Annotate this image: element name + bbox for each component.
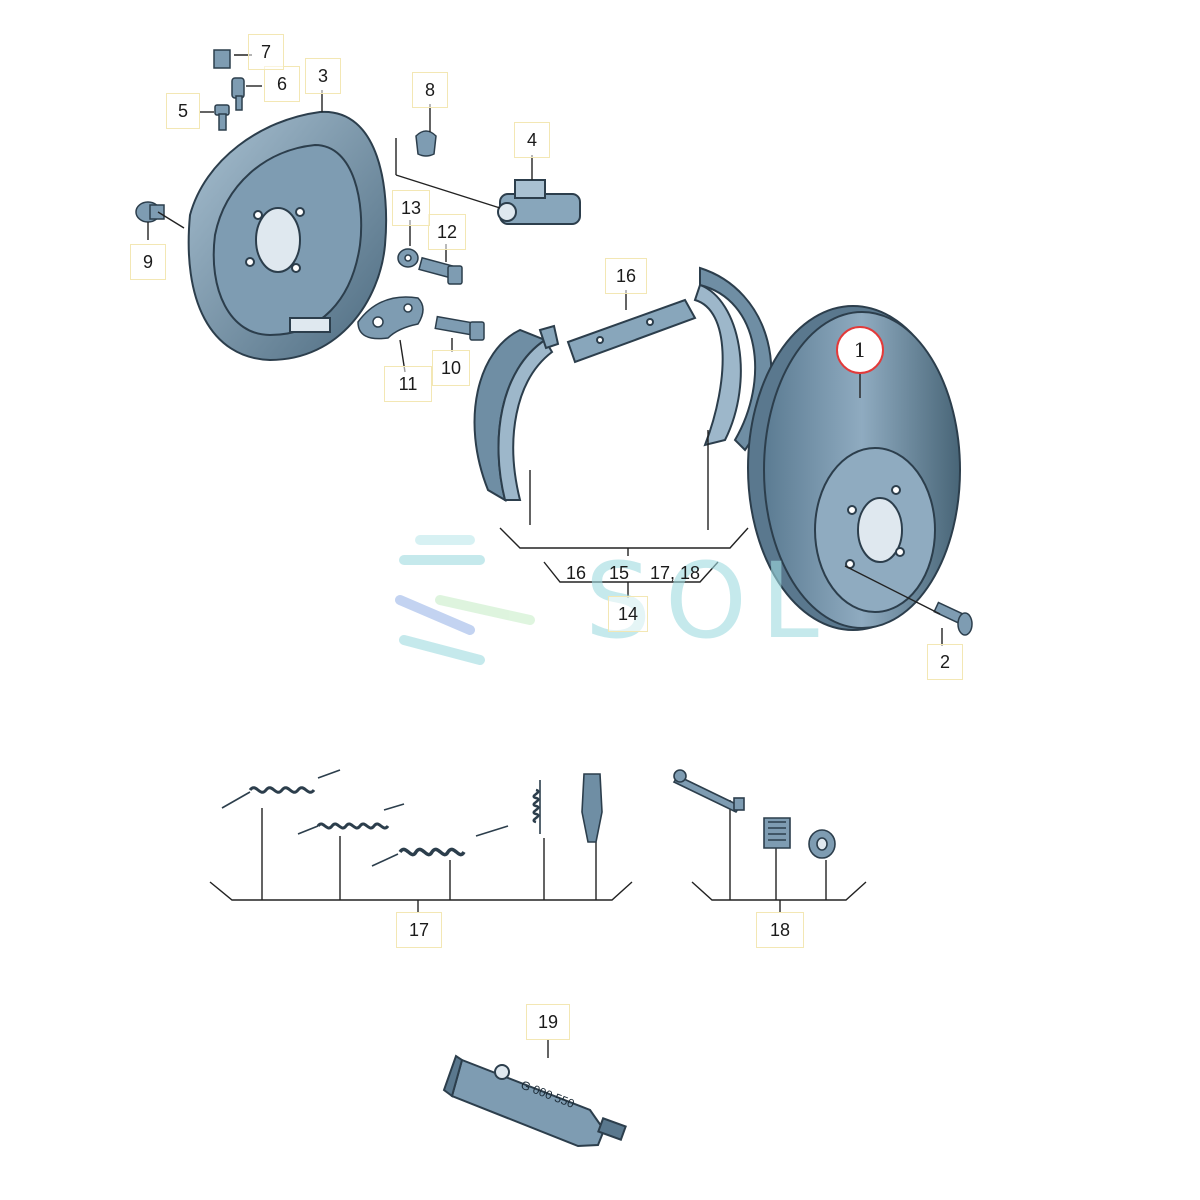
watermark-logo-icon	[395, 535, 535, 665]
callout-8: 8	[412, 72, 448, 108]
callout-3: 3	[305, 58, 341, 94]
callout-16-group: 16	[566, 563, 587, 583]
callout-5: 5	[166, 93, 200, 129]
brake-shoe-left	[473, 324, 560, 503]
callout-1-highlighted: 1	[836, 326, 884, 374]
callout-16-strut: 16	[605, 258, 647, 294]
wheel-bolt-2	[933, 601, 973, 636]
adjuster-11	[357, 296, 424, 340]
callout-9: 9	[130, 244, 166, 280]
callout-19: 19	[526, 1004, 570, 1040]
callout-4: 4	[514, 122, 550, 158]
bolt-5	[214, 104, 230, 131]
washer-13	[397, 248, 419, 268]
callout-6: 6	[264, 66, 300, 102]
callout-13: 13	[392, 190, 430, 226]
bolt-12	[418, 256, 463, 285]
callout-15: 15	[609, 563, 630, 583]
backing-plate	[187, 110, 388, 362]
callout-2: 2	[927, 644, 963, 680]
callout-18: 18	[756, 912, 804, 948]
callout-10: 10	[432, 350, 470, 386]
strut-16	[566, 298, 697, 364]
cap-8	[415, 130, 437, 157]
bleeder-6	[231, 77, 245, 111]
plug-9	[135, 201, 165, 223]
callout-11: 11	[384, 366, 432, 402]
cap-7	[213, 49, 231, 69]
callout-7: 7	[248, 34, 284, 70]
callout-17-18: 17, 18	[650, 563, 701, 583]
bolt-10	[434, 315, 485, 341]
lever-17	[581, 773, 603, 843]
callout-17: 17	[396, 912, 442, 948]
grease-tube: G 000 550	[442, 1054, 627, 1148]
callout-12: 12	[428, 214, 466, 250]
brake-drum	[747, 305, 961, 631]
brake-shoe-right	[693, 266, 773, 452]
hardware-set-18	[672, 769, 836, 859]
wheel-cylinder	[497, 179, 581, 225]
callout-14: 14	[608, 596, 648, 632]
spring-set-17	[221, 769, 541, 867]
